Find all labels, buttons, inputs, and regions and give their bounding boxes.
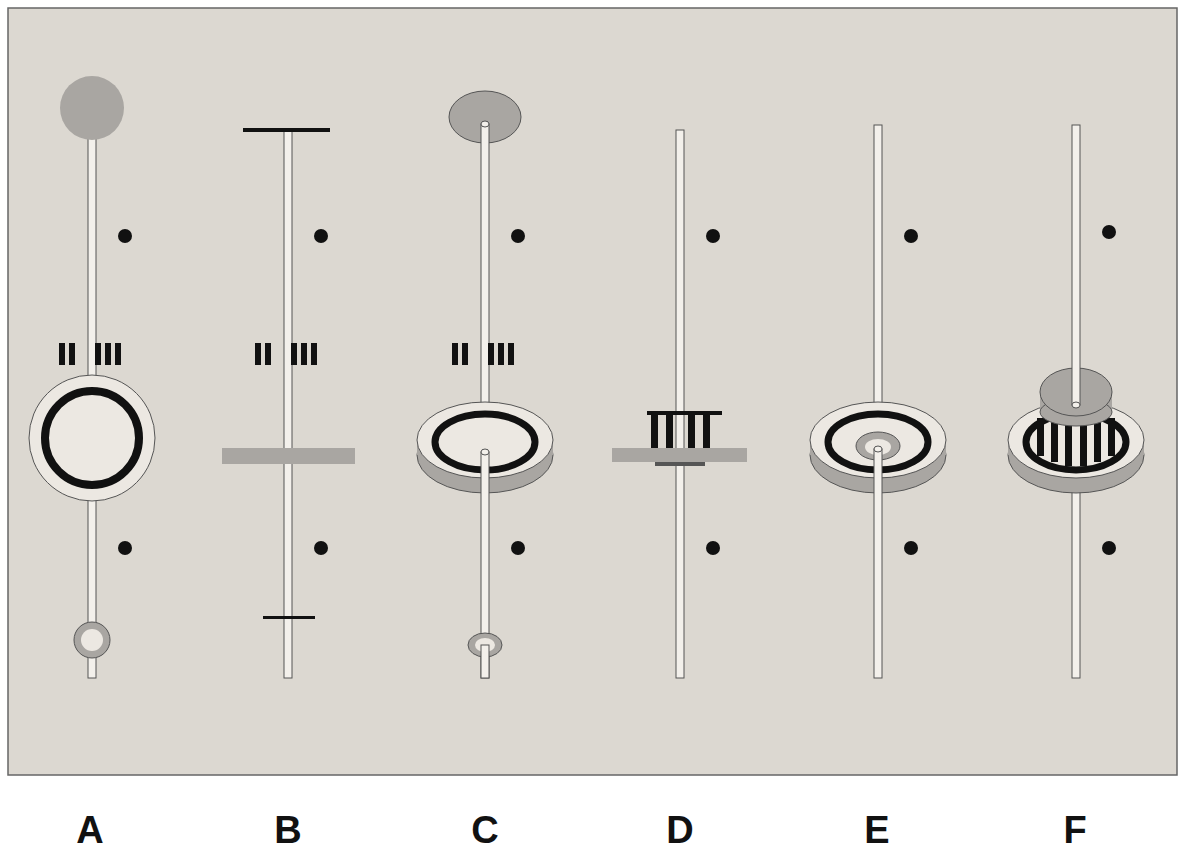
panel-letter: F bbox=[1063, 811, 1086, 849]
figure-a bbox=[29, 76, 155, 678]
figure-d bbox=[612, 130, 747, 678]
panel-letter: C bbox=[471, 811, 498, 849]
panel-letter: B bbox=[274, 811, 301, 849]
figure-e bbox=[810, 125, 946, 678]
panel-letter: A bbox=[76, 811, 103, 849]
panel-frame bbox=[8, 8, 1177, 775]
figure-c bbox=[417, 91, 553, 678]
figure-b bbox=[222, 128, 355, 678]
panel-letter: D bbox=[666, 811, 693, 849]
figure-f bbox=[1008, 125, 1144, 678]
panel-letter: E bbox=[864, 811, 889, 849]
